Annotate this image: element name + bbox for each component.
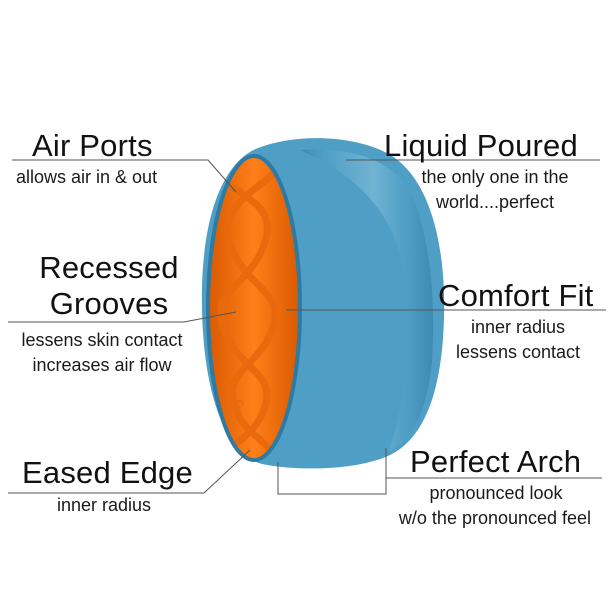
recessed-grooves-title-line-2: Grooves [49, 286, 169, 321]
groove-path [217, 176, 271, 460]
recessed-grooves-title-line-1: Recessed [39, 250, 179, 285]
comfort-fit-desc-line-2: lessens contact [455, 342, 581, 362]
eased-edge-title: Eased Edge [22, 455, 193, 490]
recessed-grooves-desc-line-2: increases air flow [32, 355, 172, 375]
perfect-arch-title: Perfect Arch [410, 444, 582, 479]
liquid-poured-title: Liquid Poured [384, 128, 578, 163]
callout-line-recessed-grooves [8, 311, 237, 323]
comfort-fit-desc-line-1: inner radius [470, 317, 566, 337]
liquid-poured-desc-line-2: world....perfect [435, 192, 555, 212]
perfect-arch-desc-line-1: pronounced look [429, 483, 563, 503]
groove-path [223, 166, 282, 460]
recessed-grooves-desc-line-1: lessens skin contact [21, 330, 183, 350]
ring-highlight [300, 149, 434, 452]
ring-inner-rim [206, 154, 302, 462]
comfort-fit-title: Comfort Fit [438, 278, 594, 313]
callout-line-eased-edge [8, 449, 251, 494]
air-ports-desc: allows air in & out [16, 167, 158, 187]
callout-line-air-ports [12, 159, 237, 193]
air-ports-title: Air Ports [32, 128, 153, 163]
eased-edge-desc: inner radius [56, 495, 152, 515]
callout-line-perfect-arch [277, 448, 387, 495]
perfect-arch-desc-line-2: w/o the pronounced feel [398, 508, 592, 528]
liquid-poured-desc-line-1: the only one in the [421, 167, 569, 187]
callout-lines [8, 159, 606, 495]
